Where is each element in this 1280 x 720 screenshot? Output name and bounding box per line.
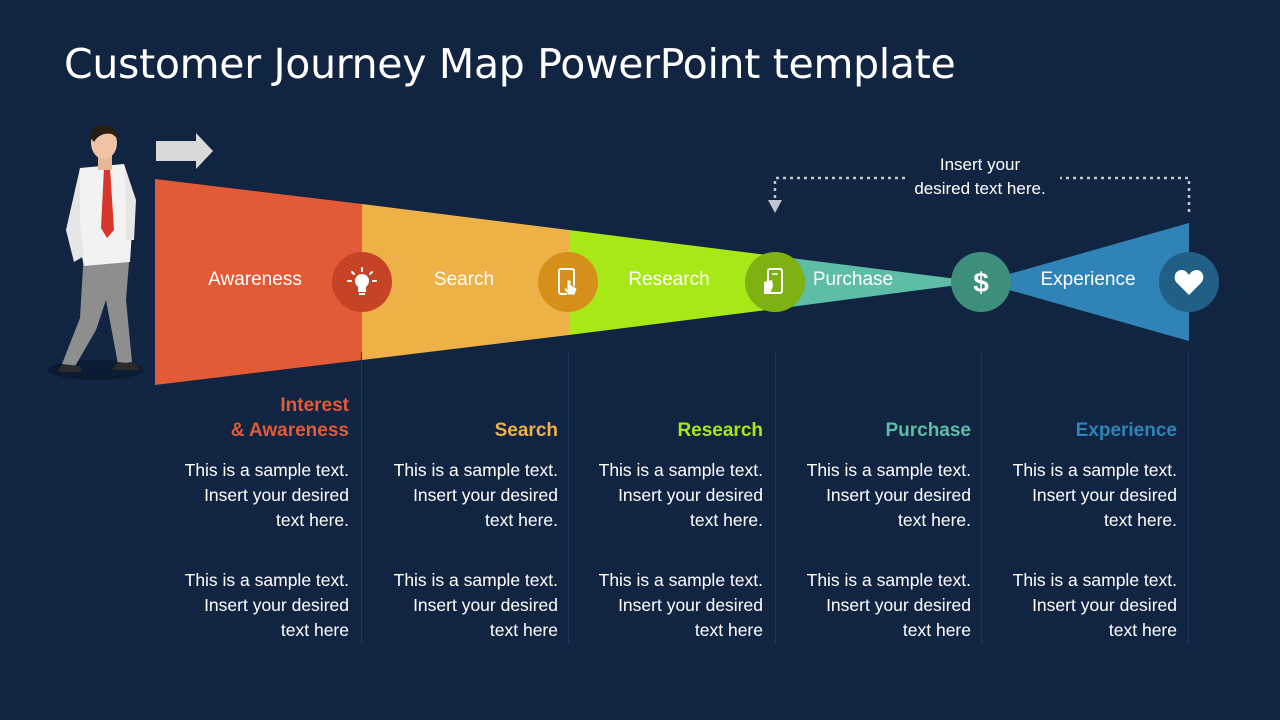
- heart-icon: [1174, 270, 1204, 295]
- businessman-illustration: [48, 124, 144, 380]
- column-text-2: This is a sample text. Insert your desir…: [806, 570, 971, 640]
- stage-label-search: Search: [433, 269, 495, 290]
- mobile-touch-icon: [558, 268, 578, 296]
- stage-label-research: Research: [628, 269, 710, 290]
- column-text-2: This is a sample text. Insert your desir…: [598, 570, 763, 640]
- svg-text:$: $: [973, 267, 989, 298]
- column-heading: Research: [677, 420, 763, 441]
- column-divider: [1188, 352, 1189, 644]
- direction-arrow-icon: [156, 133, 213, 169]
- mobile-hand-icon: [764, 268, 783, 294]
- callout-text: Insert your desired text here.: [914, 155, 1046, 198]
- column-text-1: This is a sample text. Insert your desir…: [393, 460, 558, 530]
- column-heading: Interest & Awareness: [230, 395, 349, 441]
- column-heading: Purchase: [885, 420, 971, 441]
- funnel-segment-research: [569, 230, 775, 335]
- column-text-2: This is a sample text. Insert your desir…: [184, 570, 349, 640]
- stage-circle-purchase: $: [951, 252, 1011, 312]
- column-divider: [568, 352, 569, 644]
- feedback-connector: [773, 176, 1191, 212]
- page-title: Customer Journey Map PowerPoint template: [64, 40, 956, 88]
- column-divider: [361, 352, 362, 644]
- feedback-arrowhead-icon: [768, 200, 782, 213]
- lightbulb-icon: [347, 267, 377, 295]
- stage-circle-awareness: [332, 252, 392, 312]
- funnel-segment-search: [362, 204, 569, 360]
- dollar-icon: $: [973, 267, 989, 298]
- column-text-1: This is a sample text. Insert your desir…: [806, 460, 971, 530]
- funnel-segment-awareness: [155, 179, 362, 385]
- column-divider: [775, 352, 776, 644]
- column-text-1: This is a sample text. Insert your desir…: [1012, 460, 1177, 530]
- stage-circle-research: [745, 252, 805, 312]
- stage-label-experience: Experience: [1040, 269, 1136, 290]
- stage-label-awareness: Awareness: [208, 269, 302, 290]
- column-text-1: This is a sample text. Insert your desir…: [184, 460, 349, 530]
- column-heading: Experience: [1075, 420, 1177, 441]
- column-text-2: This is a sample text. Insert your desir…: [393, 570, 558, 640]
- funnel-segment-purchase: [775, 256, 981, 309]
- stage-label-purchase: Purchase: [812, 269, 894, 290]
- stage-circle-search: [538, 252, 598, 312]
- funnel-segment-experience: [981, 223, 1189, 341]
- stage-circle-experience: [1159, 252, 1219, 312]
- column-text-2: This is a sample text. Insert your desir…: [1012, 570, 1177, 640]
- column-divider: [981, 352, 982, 644]
- column-text-1: This is a sample text. Insert your desir…: [598, 460, 763, 530]
- column-heading: Search: [494, 420, 558, 441]
